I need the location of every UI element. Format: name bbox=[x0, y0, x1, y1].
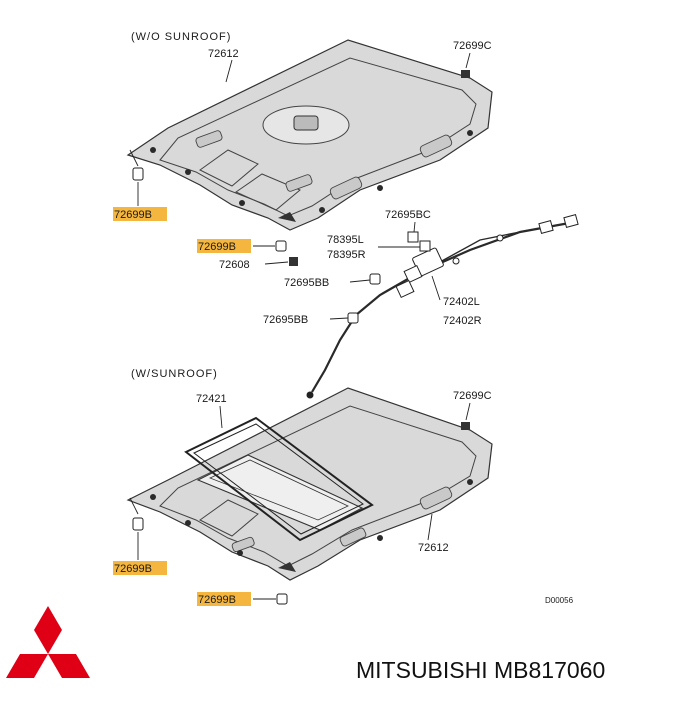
highlight-box bbox=[197, 592, 251, 606]
highlight-box bbox=[197, 239, 251, 253]
headliner-with-sunroof bbox=[126, 387, 493, 581]
clip-c-part bbox=[461, 70, 470, 78]
harness-bc-clip bbox=[407, 231, 419, 243]
harness-bb-clip bbox=[347, 312, 359, 324]
part-label-visor-holder: 72608 bbox=[219, 259, 250, 271]
part-label-headliner: 72612 bbox=[208, 48, 239, 60]
highlight-box bbox=[113, 207, 167, 221]
part-label-harness-bb: 72695BB bbox=[263, 314, 308, 326]
part-label-clip-c: 72699C bbox=[453, 40, 492, 52]
clip-c-part bbox=[461, 422, 470, 430]
clip-b-part-top-left bbox=[129, 149, 144, 206]
part-label-clip-b: 72699B bbox=[198, 594, 236, 606]
bracket-part bbox=[419, 240, 431, 252]
brand-caption: MITSUBISHI MB817060 bbox=[356, 657, 605, 683]
visor-holder-part bbox=[289, 257, 298, 266]
part-label-harness-l: 72402L bbox=[443, 296, 480, 308]
part-label-sunroof-trim: 72421 bbox=[196, 393, 227, 405]
headliner-without-sunroof bbox=[126, 39, 493, 231]
roof-wire-harness bbox=[306, 214, 579, 399]
highlight-box bbox=[113, 561, 167, 575]
clip-b-part bbox=[276, 593, 288, 605]
part-label-clip-b: 72699B bbox=[198, 241, 236, 253]
clip-b-part-bottom-left bbox=[129, 497, 144, 560]
part-label-harness-bb: 72695BB bbox=[284, 277, 329, 289]
part-label-harness-bc: 72695BC bbox=[385, 209, 431, 221]
part-label-clip-b: 72699B bbox=[114, 563, 152, 575]
mitsubishi-logo bbox=[6, 606, 90, 678]
section-label-without-sunroof: (W/O SUNROOF) bbox=[131, 31, 231, 43]
part-label-clip-c: 72699C bbox=[453, 390, 492, 402]
diagram-code: D00056 bbox=[545, 596, 574, 605]
harness-bb-clip bbox=[369, 273, 381, 285]
section-label-with-sunroof: (W/SUNROOF) bbox=[131, 368, 218, 380]
part-label-bracket-r: 78395R bbox=[327, 249, 366, 261]
clip-b-part bbox=[275, 240, 287, 252]
sunroof-trim-frame bbox=[184, 416, 374, 542]
part-label-clip-b: 72699B bbox=[114, 209, 152, 221]
part-label-headliner: 72612 bbox=[418, 542, 449, 554]
part-label-bracket-l: 78395L bbox=[327, 234, 364, 246]
part-label-harness-r: 72402R bbox=[443, 315, 482, 327]
